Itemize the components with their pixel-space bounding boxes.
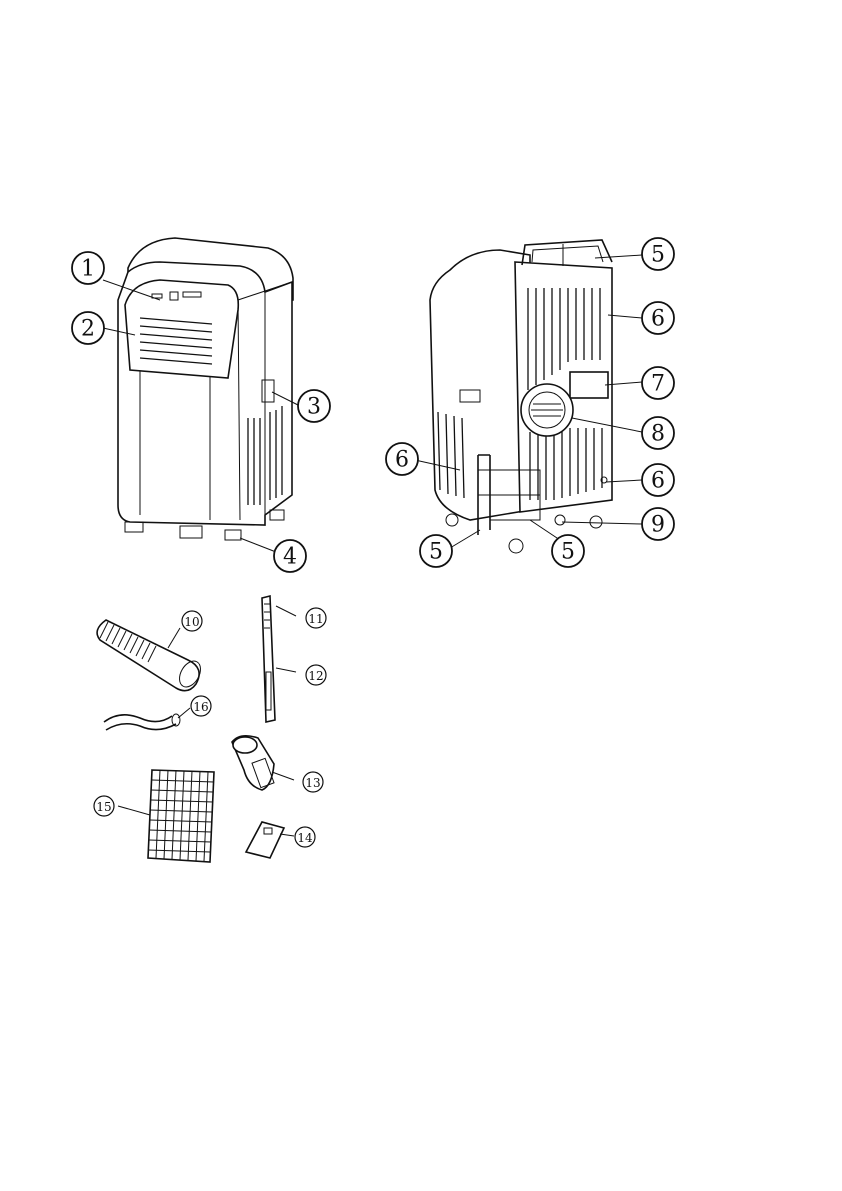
callout-label: 8 bbox=[651, 422, 665, 447]
accessory-callout-15: 15 bbox=[94, 796, 114, 816]
callout-label: 6 bbox=[395, 448, 409, 473]
front-unit-illustration bbox=[118, 238, 293, 540]
callout-label: 10 bbox=[184, 615, 199, 629]
callout-label: 9 bbox=[651, 513, 665, 538]
front-callout-3: 3 bbox=[298, 390, 330, 422]
rear-callout-5-top: 5 bbox=[642, 238, 674, 270]
callout-label: 5 bbox=[561, 540, 575, 565]
callout-label: 5 bbox=[429, 540, 443, 565]
rear-callout-6-upper: 6 bbox=[642, 302, 674, 334]
callout-label: 11 bbox=[308, 612, 323, 626]
accessory-callout-13: 13 bbox=[303, 772, 323, 792]
callout-label: 12 bbox=[308, 669, 323, 683]
callout-label: 16 bbox=[193, 700, 208, 714]
accessory-callout-10: 10 bbox=[182, 611, 202, 631]
rear-callout-6-left: 6 bbox=[386, 443, 418, 475]
front-callout-1: 1 bbox=[72, 252, 104, 284]
filter-screen bbox=[118, 770, 214, 862]
callout-label: 3 bbox=[307, 395, 321, 420]
callout-label: 6 bbox=[651, 307, 665, 332]
drain-hose bbox=[104, 708, 190, 730]
rear-callout-7: 7 bbox=[642, 367, 674, 399]
rear-callout-6-lower: 6 bbox=[642, 464, 674, 496]
callout-label: 13 bbox=[305, 776, 320, 790]
callout-label: 15 bbox=[96, 800, 111, 814]
callout-label: 4 bbox=[283, 545, 297, 570]
accessory-callout-12: 12 bbox=[306, 665, 326, 685]
window-slider bbox=[262, 596, 296, 722]
front-callout-4: 4 bbox=[274, 540, 306, 572]
callout-label: 2 bbox=[81, 317, 95, 342]
callout-label: 1 bbox=[81, 257, 95, 282]
rear-callout-9: 9 bbox=[642, 508, 674, 540]
window-adapter bbox=[232, 736, 294, 790]
accessory-callout-16: 16 bbox=[191, 696, 211, 716]
callout-label: 7 bbox=[651, 372, 665, 397]
callout-label: 6 bbox=[651, 469, 665, 494]
accessory-callout-11: 11 bbox=[306, 608, 326, 628]
rear-callout-5-left: 5 bbox=[420, 535, 452, 567]
callout-label: 14 bbox=[297, 831, 313, 845]
callout-label: 5 bbox=[651, 243, 665, 268]
rear-callout-5-center: 5 bbox=[552, 535, 584, 567]
front-callout-2: 2 bbox=[72, 312, 104, 344]
accessory-callout-14: 14 bbox=[295, 827, 315, 847]
screw-bracket bbox=[246, 822, 294, 858]
rear-callout-8: 8 bbox=[642, 417, 674, 449]
rear-unit-illustration bbox=[430, 240, 612, 553]
